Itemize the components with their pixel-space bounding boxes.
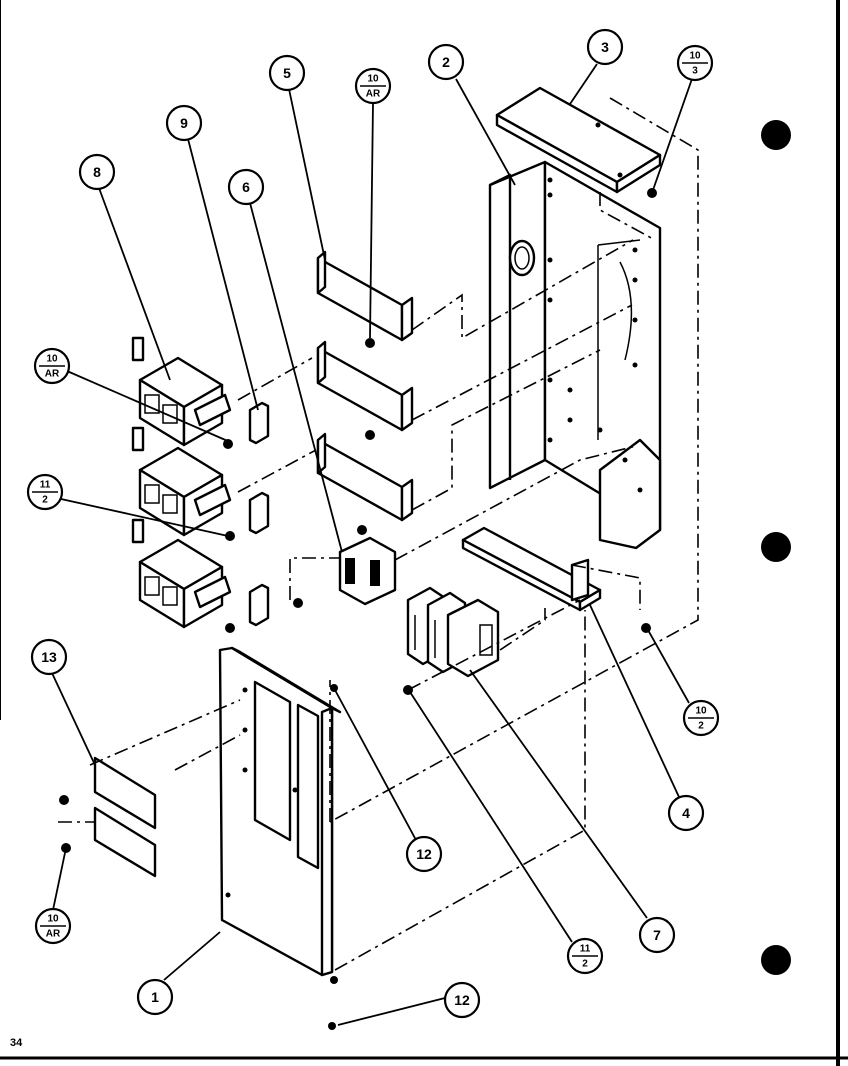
callout-12-upper-label: 12 [416, 846, 432, 862]
callout-10-ar-left-top: 10 [46, 354, 58, 365]
callout-10-ar-left-bottom: AR [45, 369, 60, 380]
callout-3: 3 [586, 28, 624, 66]
callout-10-3: 10 3 [676, 44, 714, 82]
callout-10-ar-top: 10 AR [354, 67, 392, 105]
callout-1: 1 [136, 978, 174, 1016]
callout-10-ar-bottom-bottom: AR [46, 929, 61, 940]
screw [223, 439, 233, 449]
assembly-lines [58, 97, 699, 971]
part-7-contactor [406, 586, 500, 678]
callout-2-label: 2 [442, 54, 450, 70]
callout-4-label: 4 [682, 805, 690, 821]
screw [357, 525, 367, 535]
callout-11-2-left-top: 11 [40, 480, 51, 491]
screw [59, 795, 69, 805]
callout-10-ar-top-top: 10 [367, 74, 379, 85]
breaker-lower [131, 518, 232, 629]
callout-10-2-bottom: 2 [698, 721, 704, 732]
callout-11-2-bottom-top: 11 [580, 944, 591, 955]
part-8-breakers [131, 336, 232, 629]
callout-10-ar-bottom-top: 10 [47, 914, 59, 925]
callout-11-2-bottom-bottom: 2 [582, 959, 588, 970]
callout-8-label: 8 [93, 164, 101, 180]
part-1-front-cover [218, 646, 342, 1030]
callout-10-2: 10 2 [682, 699, 720, 737]
part-2-control-box [488, 160, 662, 550]
punch-hole-middle [761, 532, 791, 562]
screw [365, 430, 375, 440]
part-4-rail [461, 526, 651, 633]
callout-6: 6 [227, 168, 265, 206]
callout-5-label: 5 [283, 65, 291, 81]
callout-11-2-left: 11 2 [26, 473, 64, 511]
screw [647, 188, 657, 198]
punch-hole-bottom [761, 945, 791, 975]
callout-2: 2 [427, 43, 465, 81]
callout-7-label: 7 [653, 927, 661, 943]
callout-10-ar-left: 10 AR [33, 347, 71, 385]
screw [330, 684, 338, 692]
screw [328, 1022, 336, 1030]
part-6-terminal-block [338, 536, 397, 606]
callout-13: 13 [30, 638, 68, 676]
punch-hole-top [761, 120, 791, 150]
part-13-plates [59, 756, 157, 878]
callout-12-lower-label: 12 [454, 992, 470, 1008]
callout-8: 8 [78, 153, 116, 191]
callout-1-label: 1 [151, 989, 159, 1005]
page-number: 34 [10, 1037, 23, 1049]
callout-10-ar-bottom: 10 AR [34, 907, 72, 945]
callout-4: 4 [667, 794, 705, 832]
bracket-upper [316, 250, 414, 348]
screw [330, 976, 338, 984]
screw [225, 623, 235, 633]
screw [225, 531, 235, 541]
callout-3-label: 3 [601, 39, 609, 55]
callout-9-label: 9 [180, 115, 188, 131]
screw [365, 338, 375, 348]
bracket-middle [316, 340, 414, 440]
part-9-clips [223, 401, 303, 633]
callout-10-3-top: 10 [689, 51, 701, 62]
callout-13-label: 13 [41, 649, 57, 665]
callout-11-2-left-bottom: 2 [42, 495, 48, 506]
part-5-brackets [316, 250, 414, 535]
callout-11-2-bottom: 11 2 [566, 937, 604, 975]
callout-6-label: 6 [242, 179, 250, 195]
breaker-upper [131, 336, 232, 447]
callout-10-3-bottom: 3 [692, 66, 698, 77]
part-3-top-cover [495, 86, 662, 198]
callout-10-ar-top-bottom: AR [366, 89, 381, 100]
breaker-middle [131, 426, 232, 537]
screw [293, 598, 303, 608]
callout-5: 5 [268, 54, 306, 92]
callout-10-2-top: 10 [695, 706, 707, 717]
callout-12-lower: 12 [443, 981, 481, 1019]
callout-9: 9 [165, 104, 203, 142]
bracket-lower [316, 432, 414, 535]
punch-holes [761, 120, 791, 975]
callout-12-upper: 12 [405, 835, 443, 873]
leader-lines [51, 63, 694, 1026]
callout-7: 7 [638, 916, 676, 954]
